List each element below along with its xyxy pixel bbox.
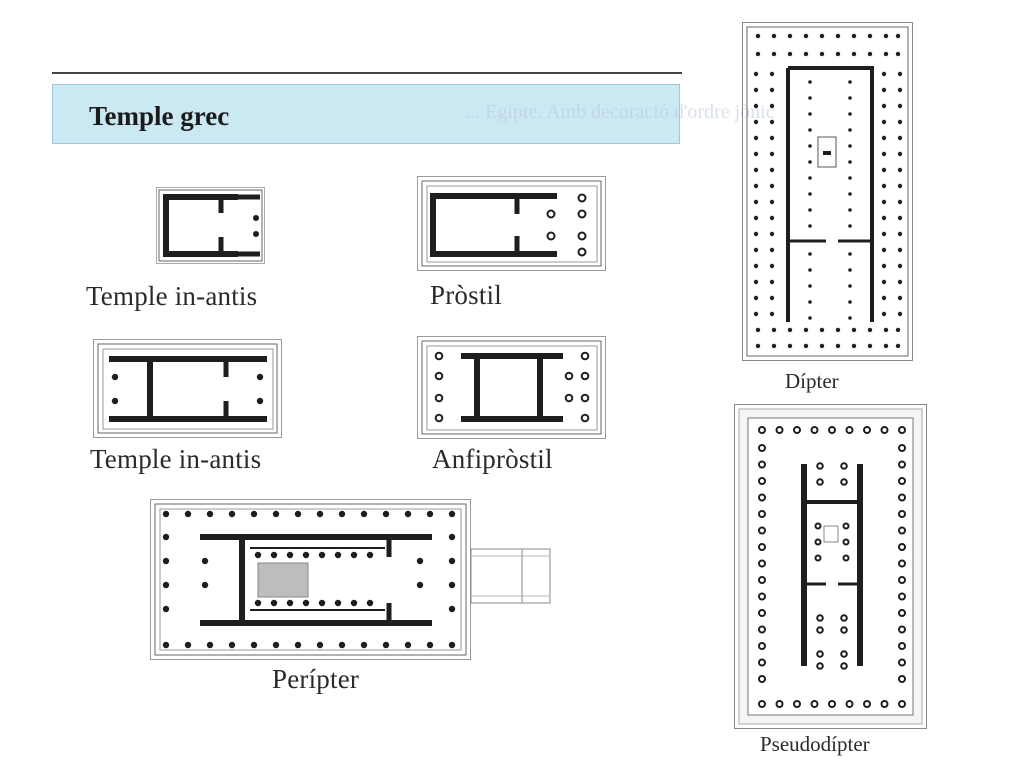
plan-peripter [150, 499, 551, 660]
plan-dipter [742, 22, 913, 361]
caption-prostil: Pròstil [430, 280, 502, 310]
caption-dipter: Dípter [785, 369, 839, 393]
top-rule [52, 72, 682, 74]
caption-anfiprostil: Anfipròstil [432, 444, 553, 474]
page-title: Temple grec [89, 101, 230, 131]
title-banner: Temple grec ... Egipte. Amb decoració d'… [52, 84, 775, 144]
plan-temple-in-antis-1 [156, 187, 265, 264]
plan-temple-in-antis-2 [93, 339, 282, 438]
caption-peripter: Perípter [272, 664, 360, 694]
plan-prostil [417, 176, 606, 271]
caption-pseudodipter: Pseudodípter [760, 732, 870, 756]
bleed-through-text: ... Egipte. Amb decoració d'ordre jònic [465, 101, 775, 123]
caption-temple-in-antis-1: Temple in-antis [86, 281, 258, 311]
plan-pseudodipter [734, 404, 927, 729]
plan-anfiprostil [417, 336, 606, 439]
caption-temple-in-antis-2: Temple in-antis [90, 444, 262, 474]
